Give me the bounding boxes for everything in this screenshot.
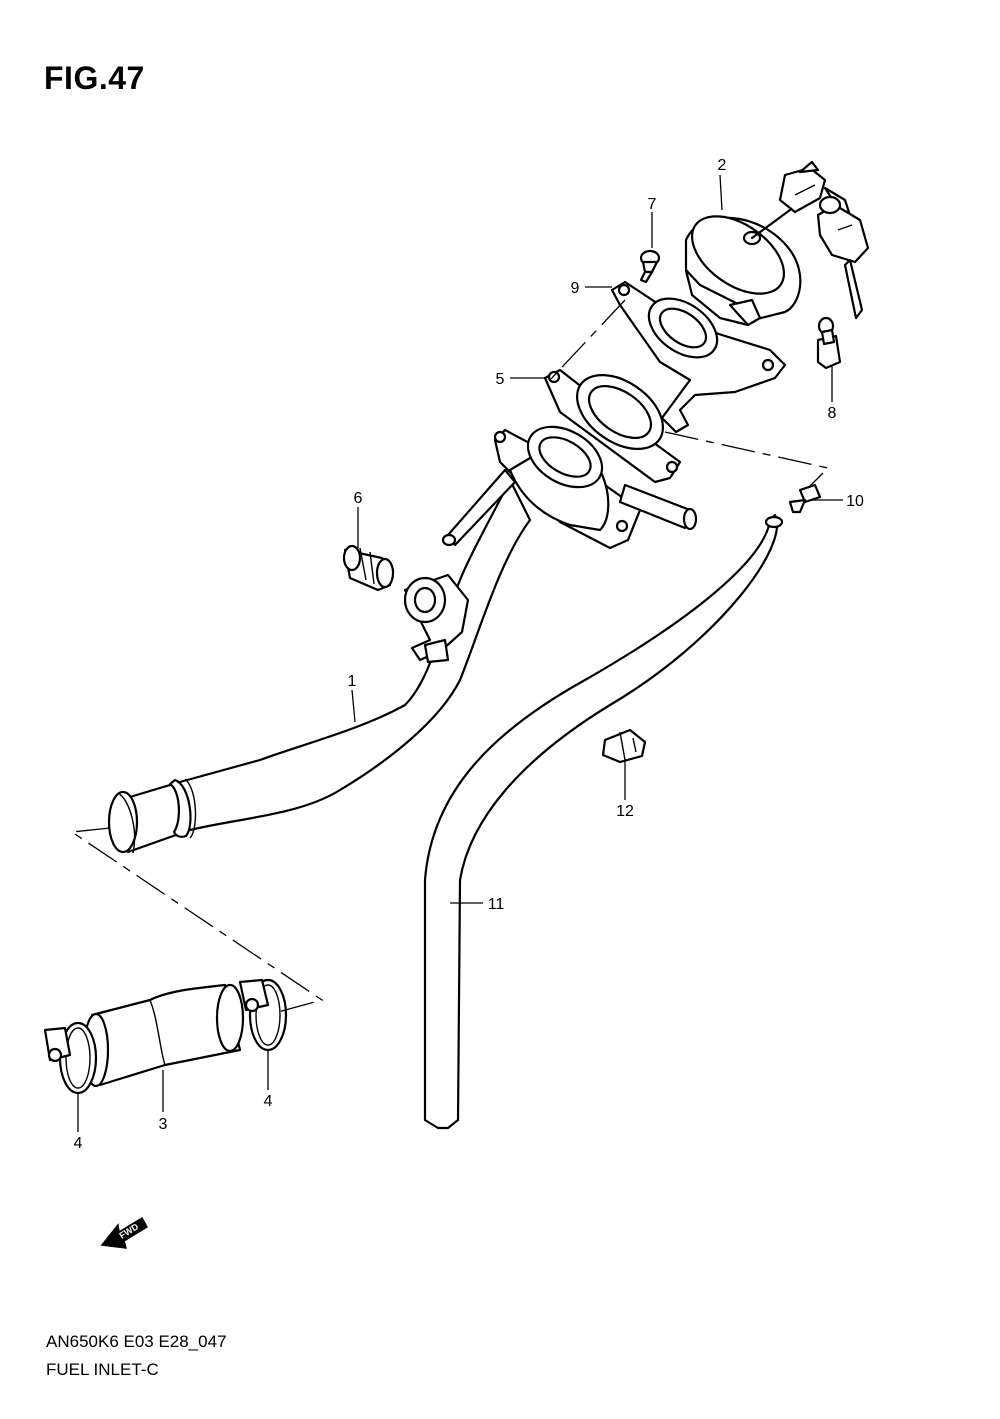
callout-10: 10 <box>846 493 864 510</box>
leader-2 <box>719 174 723 211</box>
callout-2: 2 <box>718 157 727 174</box>
part-11-breather-hose <box>423 513 784 1130</box>
callout-4-left: 4 <box>74 1135 83 1152</box>
assembly-line-pipe-hose <box>70 827 324 1013</box>
figure-title: FIG.47 <box>44 60 145 96</box>
assembly-line-9-5 <box>549 299 626 381</box>
inlet-neck-flange <box>441 425 698 550</box>
part-2-fuel-cap <box>684 160 870 327</box>
part-7-screw <box>639 249 661 284</box>
part-9-bracket <box>610 280 787 434</box>
part-4-clamp-right <box>238 978 288 1052</box>
diagram-code: AN650K6 E03 E28_047 <box>46 1332 227 1351</box>
part-4-clamp-left <box>43 1021 98 1095</box>
callout-5: 5 <box>496 371 505 388</box>
part-8-key-clip <box>816 316 842 370</box>
callout-3: 3 <box>159 1116 168 1133</box>
diagram-name: FUEL INLET-C <box>46 1360 159 1379</box>
callout-12: 12 <box>616 803 634 820</box>
leader-1 <box>351 689 356 723</box>
fwd-arrow-icon: FWD <box>100 1216 149 1249</box>
part-6-grommet <box>342 544 395 592</box>
callout-7: 7 <box>648 196 657 213</box>
callout-6: 6 <box>354 490 363 507</box>
part-1-inlet-pipe <box>107 478 532 854</box>
callout-8: 8 <box>828 405 837 422</box>
assembly-line-flange-10 <box>664 431 830 489</box>
callout-9: 9 <box>571 280 580 297</box>
callout-1: 1 <box>348 673 357 690</box>
part-12-clip <box>601 728 647 764</box>
callout-4-right: 4 <box>264 1093 273 1110</box>
part-5-gasket <box>543 368 682 484</box>
callout-11: 11 <box>488 896 505 913</box>
part-10-bolt <box>788 483 822 514</box>
